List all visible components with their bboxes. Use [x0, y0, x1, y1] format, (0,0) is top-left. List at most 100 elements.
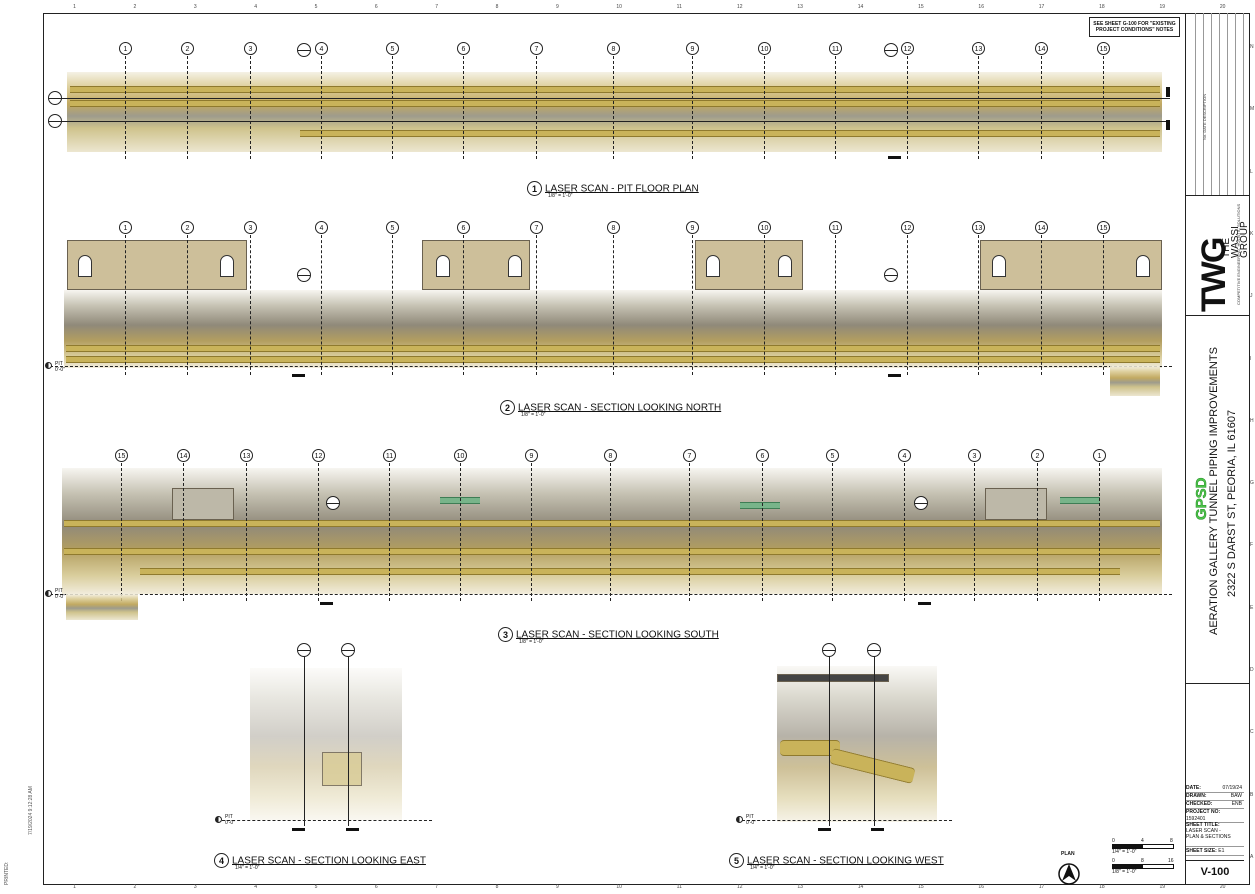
- grid-line: [764, 56, 765, 159]
- grid-bubble: 12: [901, 42, 914, 55]
- window: [706, 255, 720, 277]
- section-cut-marker: [884, 43, 898, 57]
- pit-level-line: [222, 820, 432, 821]
- ruler-tick: 17: [1038, 884, 1045, 890]
- grid-bubble: 10: [758, 221, 771, 234]
- checked-value: ENB: [1231, 801, 1242, 807]
- equipment: [322, 752, 362, 786]
- ruler-tick: 9: [555, 884, 559, 890]
- section-cut-bar: [346, 828, 359, 831]
- grid-line: [392, 235, 393, 375]
- section-cut-bar: [888, 374, 901, 377]
- grid-line: [610, 463, 611, 601]
- section-cut-marker: [884, 268, 898, 282]
- section-cut-marker: [822, 643, 836, 657]
- grid-line: [689, 463, 690, 601]
- section-cut-bar: [320, 602, 333, 605]
- scale-bar-graphic: [1112, 844, 1174, 849]
- grid-bubble: 12: [312, 449, 325, 462]
- grid-line: [1037, 463, 1038, 601]
- window: [220, 255, 234, 277]
- grid-bubble: 13: [972, 42, 985, 55]
- section-cut-marker: [297, 643, 311, 657]
- grid-line: [974, 463, 975, 601]
- grid-line: [874, 656, 875, 826]
- rev-col-line: [1195, 13, 1196, 195]
- equipment-panel: [985, 488, 1047, 520]
- scale-tick: 8: [1141, 858, 1144, 864]
- ruler-tick: 13: [797, 4, 803, 10]
- sheet-number: V-100: [1186, 860, 1244, 884]
- grid-line: [531, 463, 532, 601]
- ruler-tick: 12: [737, 884, 743, 890]
- date-value: 07/19/24: [1222, 785, 1242, 791]
- grid-line: [904, 463, 905, 601]
- ruler-tick: 18: [1099, 4, 1105, 10]
- grid-bubble: 4: [315, 42, 328, 55]
- pit-text: PIT: [746, 814, 754, 820]
- firm-logo-area: [1185, 195, 1250, 316]
- section-cut-bar: [888, 156, 901, 159]
- scale-tick: 0: [1112, 838, 1115, 844]
- project-title: AERATION GALLERY TUNNEL PIPING IMPROVEME…: [1208, 347, 1220, 635]
- scale-bar-graphic: [1112, 864, 1174, 869]
- view-number: 2: [500, 400, 515, 416]
- rev-col-line: [1203, 13, 1204, 195]
- grid-line: [907, 235, 908, 375]
- window: [1136, 255, 1150, 277]
- grid-bubble: 9: [686, 42, 699, 55]
- grid-line: [389, 463, 390, 601]
- grid-bubble: 3: [244, 221, 257, 234]
- grid-line: [246, 463, 247, 601]
- pit-level-line: [50, 366, 1172, 367]
- grid-bubble: 1: [119, 221, 132, 234]
- row-grid-line: [50, 121, 1170, 122]
- view-number: 3: [498, 627, 513, 643]
- grid-line: [762, 463, 763, 601]
- info-sheet-size: SHEET SIZE: E1: [1186, 847, 1244, 856]
- ruler-tick: 1: [73, 884, 76, 890]
- south-section-scan: [62, 468, 1162, 594]
- ruler-tick: 4: [254, 4, 257, 10]
- ruler-tick: 14: [857, 4, 864, 10]
- scale-label: 1/8" = 1'-0": [1112, 869, 1137, 875]
- plan-scan-image: [67, 72, 1162, 152]
- ruler-tick: 14: [857, 884, 864, 890]
- grid-bubble: 5: [386, 221, 399, 234]
- grid-bubble: 8: [607, 42, 620, 55]
- grid-line: [460, 463, 461, 601]
- grid-line: [250, 56, 251, 159]
- scale-tick: 16: [1168, 858, 1174, 864]
- scale-tick: 0: [1112, 858, 1115, 864]
- ruler-tick: L: [1250, 168, 1253, 175]
- grid-line: [321, 235, 322, 375]
- row-grid-line: [50, 98, 1170, 99]
- ruler-tick: N: [1250, 44, 1254, 51]
- grid-line: [835, 235, 836, 375]
- pipe-elbow: [780, 740, 840, 756]
- grid-bubble: 8: [607, 221, 620, 234]
- pipe-run: [64, 520, 1160, 527]
- ruler-tick: 7: [435, 884, 439, 890]
- grid-line: [121, 463, 122, 601]
- pipe-run: [64, 548, 1160, 555]
- ruler-tick: 10: [616, 884, 622, 890]
- sheet-title-value: LASER SCAN - PLAN & SECTIONS: [1186, 828, 1231, 840]
- grid-line: [1103, 235, 1104, 375]
- grid-line: [187, 56, 188, 159]
- row-grid-marker: [48, 114, 62, 128]
- rev-col-line: [1243, 13, 1244, 195]
- pit-level-line: [50, 594, 1172, 595]
- grid-bubble: 7: [683, 449, 696, 462]
- section-cut-bar: [1166, 87, 1170, 97]
- grid-bubble: 12: [901, 221, 914, 234]
- printed-label: PRINTED:: [4, 861, 10, 885]
- ruler-tick: I: [1250, 355, 1252, 362]
- grid-bubble: 9: [525, 449, 538, 462]
- revision-header: No. DATE DESCRIPTION: [1202, 93, 1207, 140]
- grid-line: [613, 235, 614, 375]
